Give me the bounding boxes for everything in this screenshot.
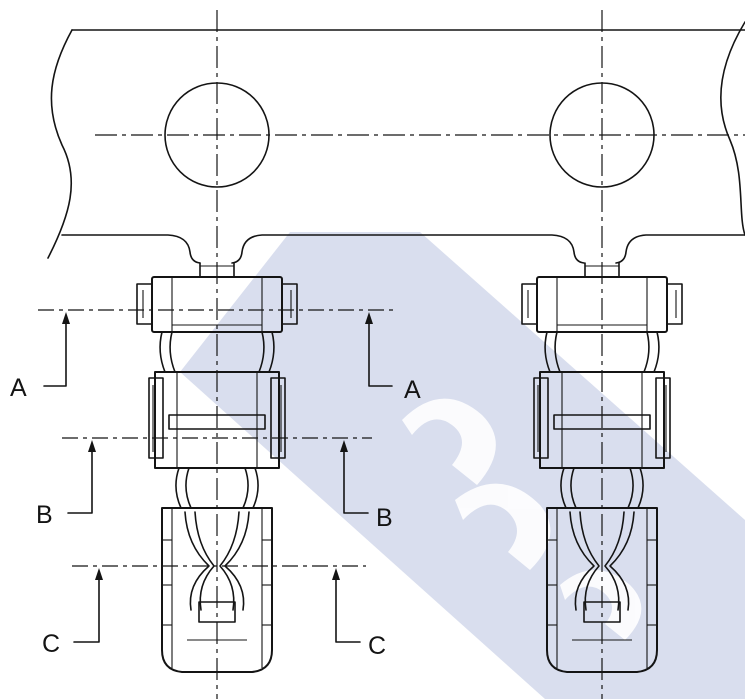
section-a: A A [10, 309, 421, 404]
section-label-c-right: C [368, 632, 386, 660]
center-lines [95, 10, 745, 699]
section-label-b-right: B [376, 504, 393, 532]
section-c: C C [42, 565, 386, 660]
section-label-a-right: A [404, 376, 421, 404]
carrier-strip [47, 21, 745, 264]
section-label-c-left: C [42, 630, 60, 658]
section-b: B B [36, 437, 393, 532]
watermark [180, 232, 745, 699]
section-label-b-left: B [36, 501, 53, 529]
section-label-a-left: A [10, 374, 27, 402]
